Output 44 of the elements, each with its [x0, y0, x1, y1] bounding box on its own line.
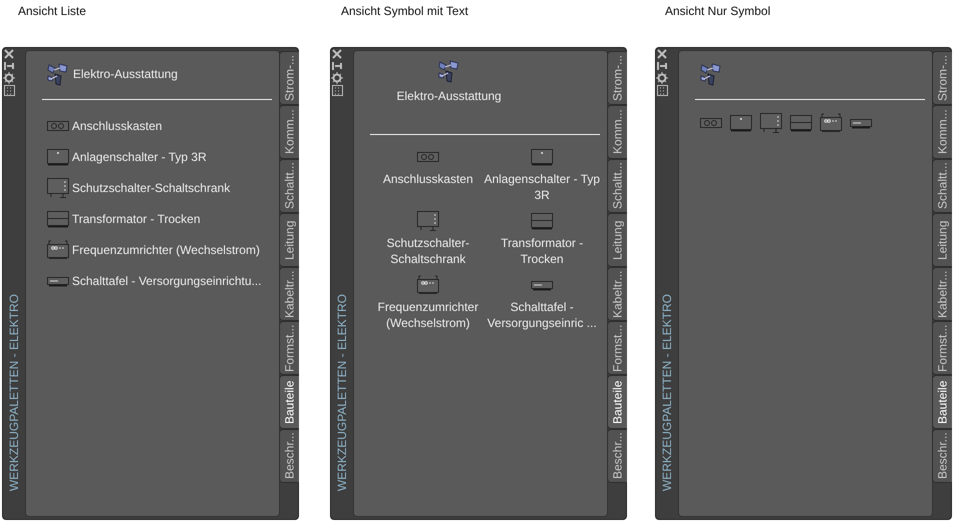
palette-tab: Beschr... — [607, 429, 627, 483]
palette-tab: Beschr... — [279, 429, 299, 483]
tool-item-label: Anschlusskasten — [382, 171, 474, 187]
palette-tab: Kabeltr... — [932, 267, 952, 321]
tool-item-label: Anlagenschalter - Typ 3R — [72, 150, 207, 164]
palette-tab: Bauteile — [932, 375, 952, 429]
palette-group-title: Elektro-Ausstattung — [396, 89, 502, 103]
palette-title: WERKZEUGPALETTEN - ELEKTRO — [660, 294, 674, 491]
palette-tab: Strom-... — [607, 51, 627, 105]
tool-item-label: Schalttafel - Versorgungseinrichtu... — [72, 274, 262, 288]
palette-tab: Komm... — [607, 105, 627, 159]
tool-item-label: Schutzschalter-Schaltschrank — [386, 235, 470, 267]
tool-item-label: Frequenzumrichter (Wechselstrom) — [72, 243, 260, 257]
view-caption: Ansicht Symbol mit Text — [341, 4, 468, 18]
tool-item-label: Schutzschalter-Schaltschrank — [72, 181, 230, 195]
palette-tab: Formst... — [932, 321, 952, 375]
palette-tab: Formst... — [279, 321, 299, 375]
view-caption: Ansicht Liste — [18, 4, 86, 18]
palette-tab: Komm... — [932, 105, 952, 159]
palette-tab: Leitung — [279, 213, 299, 267]
palette-tab: Formst... — [607, 321, 627, 375]
tool-item-label: Anlagenschalter - Typ 3R — [484, 171, 600, 203]
palette-tab: Strom-... — [279, 51, 299, 105]
palette-group-title: Elektro-Ausstattung — [73, 67, 178, 81]
tool-item-label: Anschlusskasten — [72, 119, 162, 133]
palette-tab: Schaltt... — [279, 159, 299, 213]
tool-item-label: Transformator - Trocken — [500, 235, 584, 267]
tool-item-label: Schalttafel - Versorgungseinric ... — [486, 299, 598, 331]
view-caption: Ansicht Nur Symbol — [665, 4, 770, 18]
palette-tab: Schaltt... — [932, 159, 952, 213]
tool-item-label: Transformator - Trocken — [72, 212, 200, 226]
palette-title: WERKZEUGPALETTEN - ELEKTRO — [335, 294, 349, 491]
palette-tab: Leitung — [607, 213, 627, 267]
palette-tab: Kabeltr... — [607, 267, 627, 321]
palette-tab: Leitung — [932, 213, 952, 267]
palette-tab: Bauteile — [279, 375, 299, 429]
palette-tab: Beschr... — [932, 429, 952, 483]
palette-tab: Komm... — [279, 105, 299, 159]
palette-tab: Schaltt... — [607, 159, 627, 213]
tool-item-label: Frequenzumrichter (Wechselstrom) — [376, 299, 480, 331]
palette-tab: Bauteile — [607, 375, 627, 429]
palette-title: WERKZEUGPALETTEN - ELEKTRO — [7, 294, 21, 491]
palette-tab: Kabeltr... — [279, 267, 299, 321]
palette-tab: Strom-... — [932, 51, 952, 105]
